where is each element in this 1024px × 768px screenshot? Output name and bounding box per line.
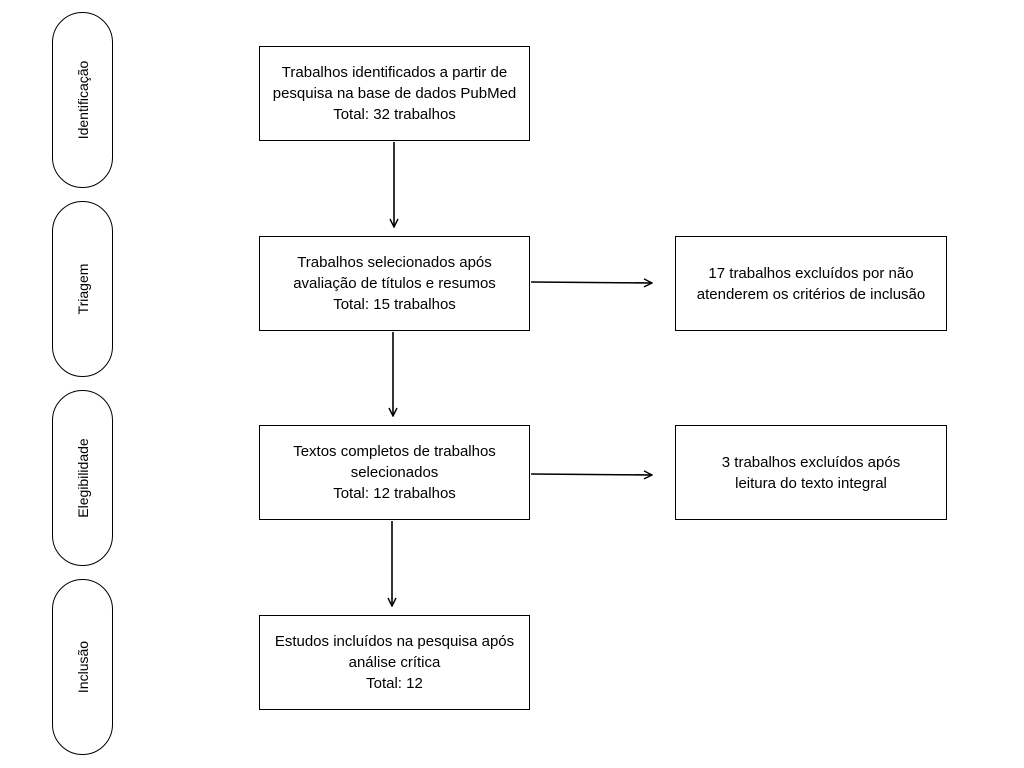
arrow-screened-to-excluded [530,282,652,283]
stage-elegibilidade: Elegibilidade [52,390,113,566]
box-screened-records: Trabalhos selecionados após avaliação de… [259,236,530,331]
box-screened-text: Trabalhos selecionados após avaliação de… [293,254,496,313]
stage-identificacao: Identificação [52,12,113,188]
box-excluded-full-text: 3 trabalhos excluídos após leitura do te… [675,425,947,520]
box-full-text-text: Textos completos de trabalhos selecionad… [293,443,496,502]
box-included-studies: Estudos incluídos na pesquisa após análi… [259,615,530,710]
stage-label-triagem: Triagem [74,263,91,315]
stage-label-elegibilidade: Elegibilidade [74,438,91,518]
box-identified-records: Trabalhos identificados a partir de pesq… [259,46,530,141]
box-included-text: Estudos incluídos na pesquisa após análi… [274,633,515,692]
box-identified-text: Trabalhos identificados a partir de pesq… [272,64,517,123]
arrow-full-text-to-excluded [530,474,652,475]
box-excluded-screening: 17 trabalhos excluídos por não atenderem… [675,236,947,331]
stage-inclusao: Inclusão [52,579,113,755]
stage-label-identificacao: Identificação [74,60,91,140]
box-full-text-records: Textos completos de trabalhos selecionad… [259,425,530,520]
box-excluded-full-text-text: 3 trabalhos excluídos após leitura do te… [721,453,901,492]
box-excluded-screening-text: 17 trabalhos excluídos por não atenderem… [696,264,926,303]
stage-label-inclusao: Inclusão [74,640,91,694]
stage-triagem: Triagem [52,201,113,377]
